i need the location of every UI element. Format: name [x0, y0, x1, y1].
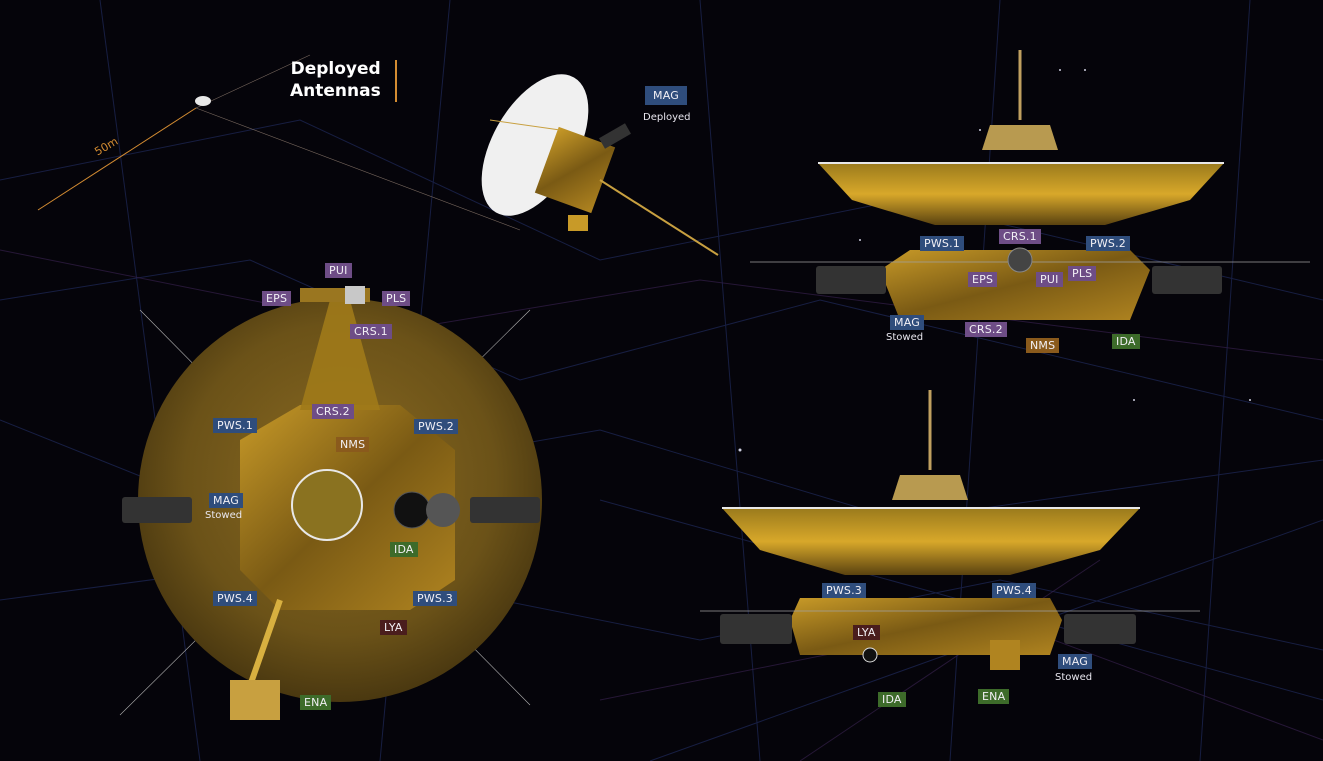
legend-title-line2: Antennas [290, 81, 381, 101]
back-ida-label: IDA [878, 692, 906, 707]
top-lya-label: LYA [380, 620, 407, 635]
top-pws2-label: PWS.2 [414, 419, 458, 434]
front-side-view-spacecraft [750, 50, 1310, 320]
back-side-view-spacecraft [700, 390, 1200, 670]
legend-title: Deployed Antennas [290, 58, 381, 102]
top-pws4-label: PWS.4 [213, 591, 257, 606]
top-crs2-label: CRS.2 [312, 404, 354, 419]
back-pws3-label: PWS.3 [822, 583, 866, 598]
deployed-spacecraft [481, 74, 719, 256]
deployed-mag-label: MAG [645, 86, 687, 105]
back-lya-label: LYA [853, 625, 880, 640]
front-crs1-label: CRS.1 [999, 229, 1041, 244]
top-crs1-label: CRS.1 [350, 324, 392, 339]
top-ena-label: ENA [300, 695, 332, 710]
top-ida-label: IDA [390, 542, 418, 557]
back-pws4-label: PWS.4 [992, 583, 1036, 598]
top-mag-status: Stowed [205, 510, 243, 521]
top-mag-label: MAG [209, 493, 243, 508]
top-pls-label: PLS [382, 291, 411, 306]
top-eps-label: EPS [262, 291, 292, 306]
deployed-mag-status: Deployed [643, 112, 691, 123]
front-pui-label: PUI [1036, 272, 1063, 287]
front-pls-label: PLS [1068, 266, 1097, 281]
top-pws1-label: PWS.1 [213, 418, 257, 433]
front-pws2-label: PWS.2 [1086, 236, 1130, 251]
back-mag-label: MAG [1058, 654, 1092, 669]
legend-title-line1: Deployed [290, 59, 381, 79]
back-mag-status: Stowed [1055, 672, 1093, 683]
front-mag-label: MAG [890, 315, 924, 330]
top-nms-label: NMS [336, 437, 370, 452]
top-pws3-label: PWS.3 [413, 591, 457, 606]
front-pws1-label: PWS.1 [920, 236, 964, 251]
front-nms-label: NMS [1026, 338, 1060, 353]
top-pui-label: PUI [325, 263, 352, 278]
legend-accent-bar [395, 60, 397, 102]
front-eps-label: EPS [968, 272, 998, 287]
front-mag-status: Stowed [886, 332, 924, 343]
top-view-spacecraft [119, 286, 542, 720]
back-ena-label: ENA [978, 689, 1010, 704]
front-crs2-label: CRS.2 [965, 322, 1007, 337]
front-ida-label: IDA [1112, 334, 1140, 349]
